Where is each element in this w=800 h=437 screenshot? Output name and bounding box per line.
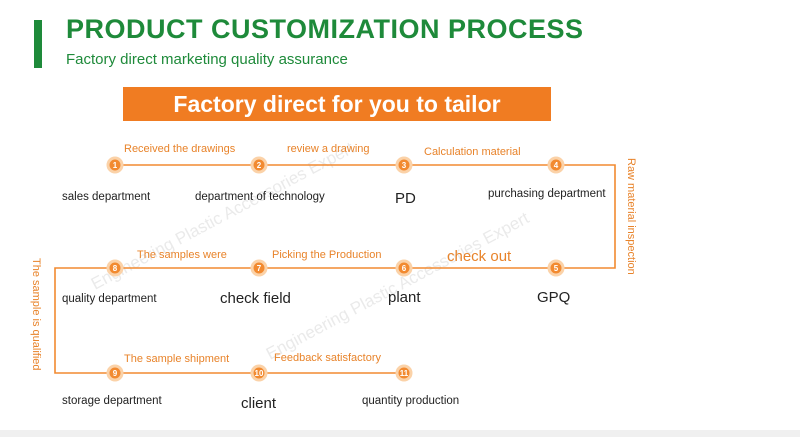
- node-number: 2: [257, 161, 262, 170]
- dept-label: check field: [220, 290, 291, 307]
- step-label: review a drawing: [287, 143, 370, 155]
- node-1: 1: [106, 156, 124, 174]
- flow-line-right-turn: [556, 164, 616, 269]
- dept-label: quantity production: [362, 395, 459, 407]
- dept-label: purchasing department: [488, 188, 606, 200]
- node-6: 6: [395, 259, 413, 277]
- dept-label: storage department: [62, 395, 163, 407]
- step-label: Feedback satisfactory: [274, 352, 381, 364]
- node-number: 9: [113, 369, 118, 378]
- dept-label: sales department: [62, 191, 151, 203]
- page-subtitle: Factory direct marketing quality assuran…: [66, 51, 348, 68]
- node-number: 3: [402, 161, 407, 170]
- node-5: 5: [547, 259, 565, 277]
- step-label: The sample shipment: [124, 353, 229, 365]
- step-label: check out: [447, 248, 512, 265]
- node-4: 4: [547, 156, 565, 174]
- step-label: Calculation material: [424, 146, 521, 158]
- node-number: 6: [402, 264, 407, 273]
- node-2: 2: [250, 156, 268, 174]
- node-9: 9: [106, 364, 124, 382]
- node-number: 4: [554, 161, 559, 170]
- node-number: 1: [113, 161, 118, 170]
- node-8: 8: [106, 259, 124, 277]
- node-11: 11: [395, 364, 413, 382]
- node-number: 11: [400, 369, 409, 378]
- side-label-left: The sample is qualified: [30, 258, 42, 371]
- node-number: 7: [257, 264, 262, 273]
- page-title: PRODUCT CUSTOMIZATION PROCESS: [66, 14, 584, 44]
- node-number: 8: [113, 264, 118, 273]
- side-label-right: Raw material inspection: [625, 158, 637, 275]
- node-7: 7: [250, 259, 268, 277]
- dept-label: quality department: [62, 293, 157, 305]
- node-number: 5: [554, 264, 559, 273]
- step-label: Picking the Production: [272, 249, 381, 261]
- node-3: 3: [395, 156, 413, 174]
- footer-strip: [0, 430, 800, 437]
- step-label: Received the drawings: [124, 143, 236, 155]
- step-label: The samples were: [137, 249, 227, 261]
- node-number: 10: [255, 369, 264, 378]
- flow-line-left-turn: [54, 267, 115, 374]
- watermark-text-1: Engineering Plastic Accessories Expert: [88, 138, 357, 293]
- dept-label: PD: [395, 190, 416, 207]
- dept-label: GPQ: [537, 289, 570, 306]
- dept-label: client: [241, 395, 277, 412]
- dept-label: department of technology: [195, 191, 325, 203]
- title-accent-bar: [34, 20, 42, 68]
- banner: Factory direct for you to tailor: [123, 87, 551, 121]
- node-10: 10: [250, 364, 268, 382]
- dept-label: plant: [388, 289, 421, 306]
- watermark-text-2: Engineering Plastic Accessories Expert: [263, 208, 532, 363]
